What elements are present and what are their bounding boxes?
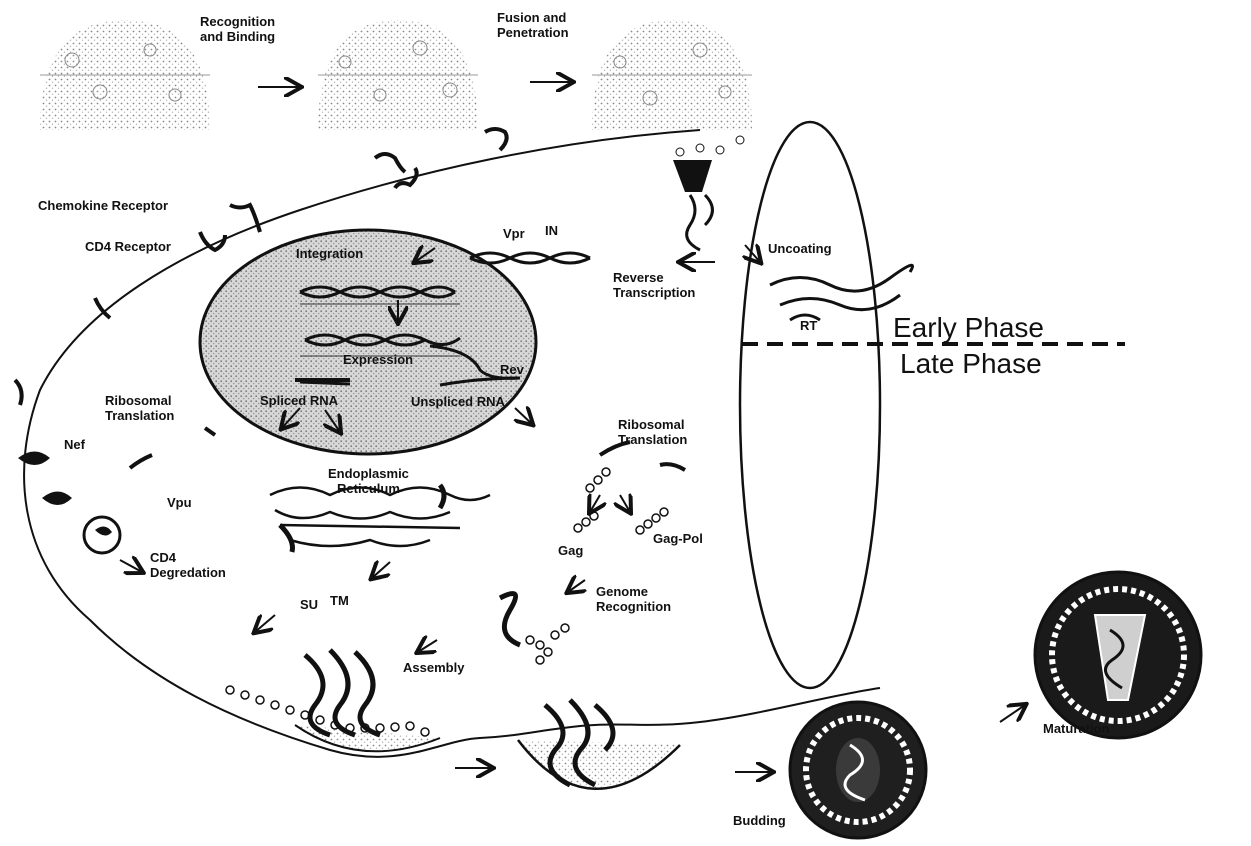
label-integration: Integration — [296, 246, 363, 261]
label-assembly: Assembly — [403, 660, 464, 675]
label-genome-recognition: Genome Recognition — [596, 584, 671, 614]
virion-binding — [318, 20, 478, 130]
label-rt: RT — [800, 318, 817, 333]
uncoated-rna — [770, 265, 913, 320]
label-ribosomal-translation-right: Ribosomal Translation — [618, 417, 687, 447]
label-endoplasmic-reticulum: Endoplasmic Reticulum — [328, 466, 409, 496]
label-vpu: Vpu — [167, 495, 192, 510]
label-budding: Budding — [733, 813, 786, 828]
label-cd4-receptor: CD4 Receptor — [85, 239, 171, 254]
virion-approach-1 — [40, 20, 210, 130]
label-chemokine-receptor: Chemokine Receptor — [38, 198, 168, 213]
label-reverse-transcription: Reverse Transcription — [613, 270, 695, 300]
label-gag: Gag — [558, 543, 583, 558]
immature-virion — [790, 702, 926, 838]
label-in: IN — [545, 223, 558, 238]
label-recognition-binding: Recognition and Binding — [200, 14, 275, 44]
label-uncoating: Uncoating — [768, 241, 832, 256]
label-spliced-rna: Spliced RNA — [260, 393, 338, 408]
label-maturation: Maturation — [1043, 721, 1109, 736]
label-fusion-penetration: Fusion and Penetration — [497, 10, 569, 40]
label-late-phase: Late Phase — [900, 349, 1042, 379]
mature-virion — [1035, 572, 1201, 738]
label-ribosomal-translation-left: Ribosomal Translation — [105, 393, 174, 423]
label-rev: Rev — [500, 362, 524, 377]
label-gag-pol: Gag-Pol — [653, 531, 703, 546]
label-tm: TM — [330, 593, 349, 608]
label-nef: Nef — [64, 437, 85, 452]
gag-polyproteins — [574, 468, 668, 534]
virion-entry-ellipse — [740, 122, 880, 688]
entering-core — [673, 136, 744, 250]
label-vpr: Vpr — [503, 226, 525, 241]
label-early-phase: Early Phase — [893, 313, 1044, 343]
label-cd4-degradation: CD4 Degredation — [150, 550, 226, 580]
label-su: SU — [300, 597, 318, 612]
budding-site — [518, 700, 680, 789]
virion-fusion — [592, 20, 752, 130]
endoplasmic-reticulum — [270, 488, 490, 547]
label-expression: Expression — [343, 352, 413, 367]
label-unspliced-rna: Unspliced RNA — [411, 394, 505, 409]
